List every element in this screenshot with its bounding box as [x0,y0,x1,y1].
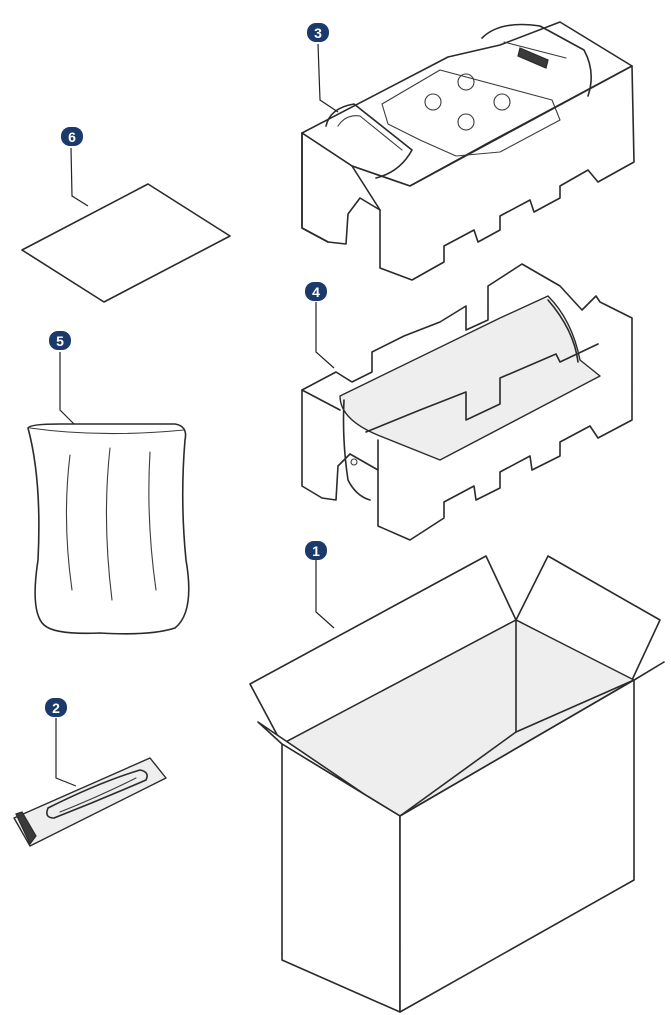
callout-5: 5 [49,331,71,350]
callout-2: 2 [45,698,67,717]
leader-lines [55,43,339,787]
part-5-bag [27,423,190,635]
part-1-carton [249,555,665,1013]
callout-1-label: 1 [312,543,320,559]
part-3-top-insert [301,21,635,281]
callout-5-label: 5 [56,333,64,349]
part-2-handle [13,757,167,847]
callout-6-label: 6 [68,129,76,145]
part-6-sheet [21,183,231,303]
part-4-bottom-insert [301,263,633,541]
callout-4-label: 4 [312,284,320,300]
callout-1: 1 [305,541,327,560]
callout-4: 4 [305,282,327,301]
callout-3: 3 [307,23,329,42]
callout-3-label: 3 [314,25,322,41]
callout-2-label: 2 [52,700,60,716]
callout-6: 6 [61,127,83,146]
